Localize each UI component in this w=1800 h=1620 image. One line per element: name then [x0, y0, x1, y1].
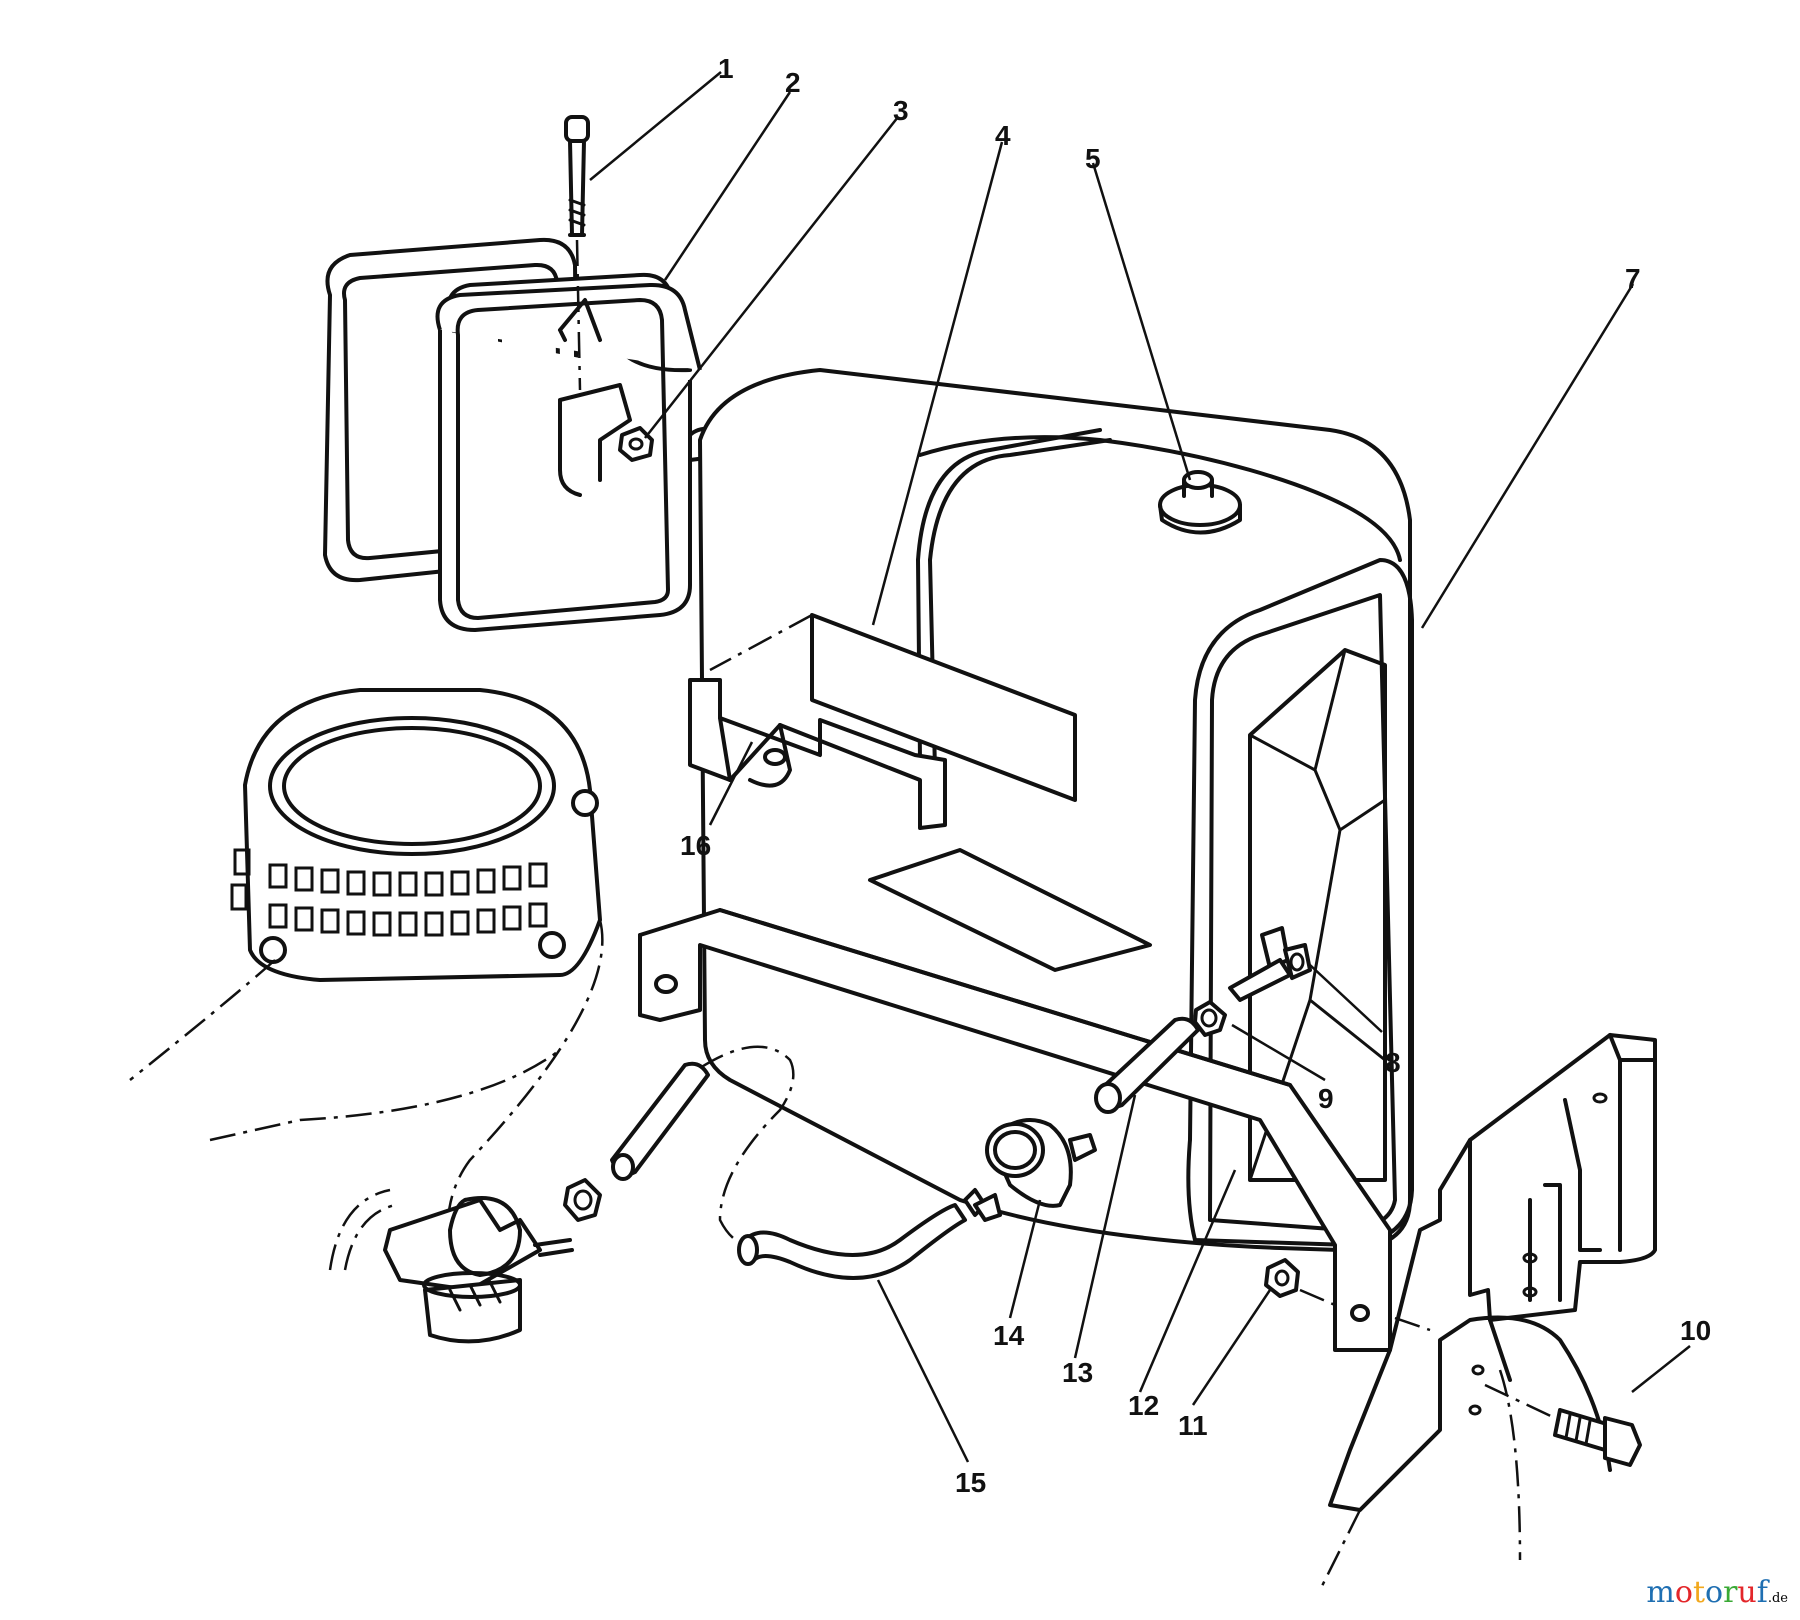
watermark-logo-letters: motoruf: [1646, 1575, 1767, 1610]
callout-labels: 1 2 3 4 5 7 8 9 10 11 12 13 14 15 16: [680, 53, 1711, 1498]
callout-7: 7: [1625, 263, 1641, 294]
frame-part: [1318, 1033, 1657, 1591]
watermark-letter: u: [1737, 1575, 1757, 1610]
leader-3: [644, 116, 899, 439]
watermark-letter: r: [1723, 1575, 1738, 1610]
short-fuel-hose-part: [610, 1045, 795, 1247]
leader-10: [1631, 1345, 1691, 1393]
elbow-fitting-part: [1228, 926, 1312, 1002]
callout-1: 1: [718, 53, 734, 84]
callout-15: 15: [955, 1467, 986, 1498]
motoruf-watermark: motoruf.de: [1646, 1575, 1788, 1610]
leader-13: [1073, 1094, 1137, 1359]
fuel-tank-part: [698, 368, 1414, 1252]
fuel-filter-part: [963, 1118, 1097, 1222]
carburetor-part: [328, 1188, 574, 1344]
watermark-letter: t: [1692, 1575, 1705, 1610]
hose-clamp-upper-part: [1193, 1000, 1227, 1037]
callout-5: 5: [1085, 143, 1101, 174]
leader-12: [1138, 1169, 1237, 1393]
watermark-letter: m: [1646, 1575, 1675, 1610]
shroud-grille: [230, 848, 548, 937]
watermark-letter: f: [1756, 1575, 1768, 1610]
bolt-part: [564, 115, 590, 391]
callout-2: 2: [785, 67, 801, 98]
lower-pad-part: [868, 848, 1152, 972]
leader-4: [871, 141, 1004, 626]
tank-mount-bracket-part: [638, 908, 1392, 1352]
watermark-suffix: .de: [1767, 1591, 1788, 1606]
leader-5: [1091, 162, 1192, 481]
tank-pad-part: [709, 613, 1077, 802]
callout-4: 4: [995, 120, 1011, 151]
frame-bolt-part: [1484, 1383, 1642, 1467]
tank-fuel-hose-part: [1094, 1016, 1200, 1114]
callout-12: 12: [1128, 1390, 1159, 1421]
leader-14: [1008, 1199, 1042, 1319]
bracket-nut-part: [1264, 1258, 1431, 1332]
nut-part: [618, 426, 654, 462]
leader-15: [876, 1279, 970, 1463]
callout-14: 14: [993, 1320, 1025, 1351]
tank-strap-part: [323, 237, 702, 632]
leader-2: [663, 91, 792, 281]
callout-13: 13: [1062, 1357, 1093, 1388]
callout-16: 16: [680, 830, 711, 861]
leader-9: [1231, 1023, 1326, 1082]
callout-10: 10: [1680, 1315, 1711, 1346]
fuel-cap-part: [1158, 470, 1242, 535]
hose-clamp-part: [563, 1178, 602, 1222]
callout-9: 9: [1318, 1083, 1334, 1114]
leader-7: [1420, 283, 1635, 629]
fuel-line-part: [737, 1203, 967, 1280]
leader-1: [589, 71, 722, 181]
watermark-letter: o: [1674, 1575, 1693, 1610]
leader-16: [708, 741, 754, 826]
leader-11: [1191, 1289, 1272, 1406]
watermark-letter: o: [1705, 1575, 1724, 1610]
engine-shroud-part: [129, 688, 604, 1261]
callout-8: 8: [1385, 1047, 1401, 1078]
leader-lines: [589, 71, 1691, 1463]
callout-3: 3: [893, 95, 909, 126]
leader-8: [1309, 964, 1383, 1033]
callout-11: 11: [1178, 1410, 1208, 1441]
